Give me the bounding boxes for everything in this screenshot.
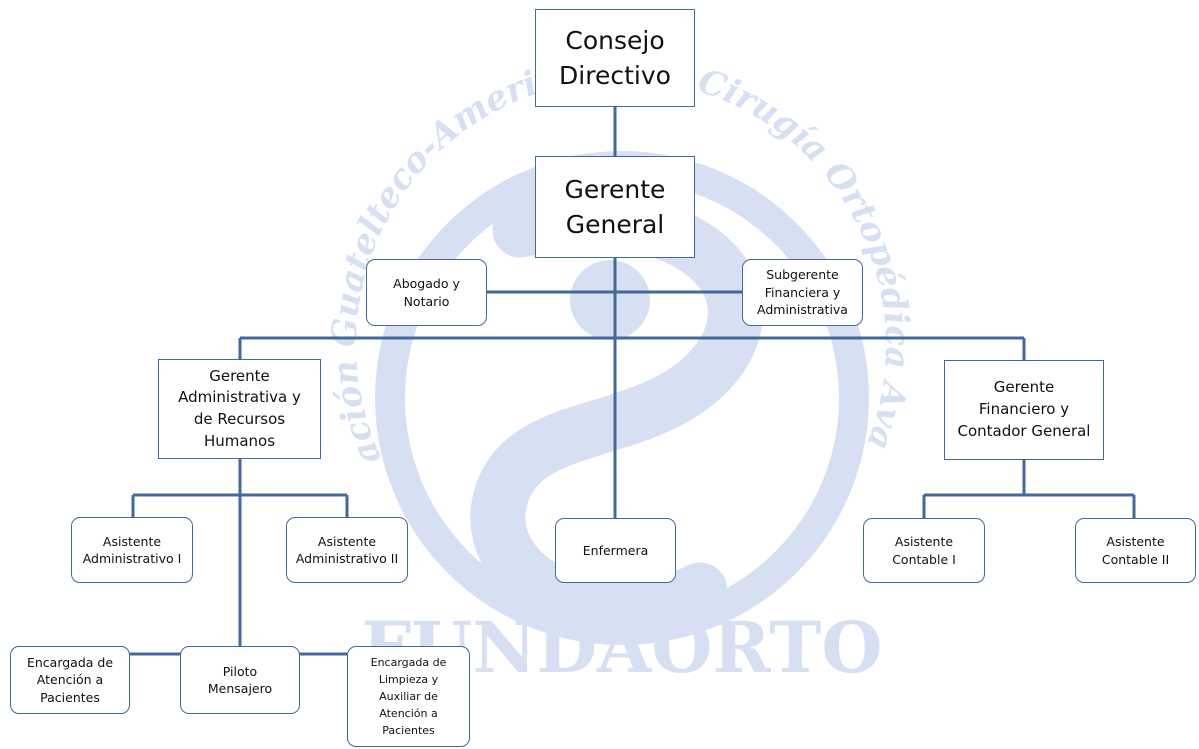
node-asistente-contable-1: Asistente Contable I <box>863 518 985 583</box>
node-label: Consejo Directivo <box>559 25 671 91</box>
node-asistente-administrativo-1: Asistente Administrativo I <box>71 517 193 583</box>
node-gerente-general: Gerente General <box>535 156 695 258</box>
node-asistente-contable-2: Asistente Contable II <box>1075 518 1196 583</box>
node-subgerente: Subgerente Financiera y Administrativa <box>742 259 863 326</box>
node-label: Piloto Mensajero <box>207 663 273 697</box>
node-asistente-administrativo-2: Asistente Administrativo II <box>286 517 408 583</box>
node-label: Asistente Contable I <box>892 534 956 567</box>
node-encargada-atencion: Encargada de Atención a Pacientes <box>10 646 130 714</box>
node-encargada-limpieza: Encargada de Limpieza y Auxiliar de Aten… <box>347 646 470 747</box>
node-label: Asistente Administrativo I <box>82 533 182 567</box>
node-label: Asistente Administrativo II <box>295 533 399 567</box>
node-label: Enfermera <box>582 542 649 558</box>
node-gerente-administrativa: Gerente Administrativa y de Recursos Hum… <box>158 359 321 459</box>
node-abogado-notario: Abogado y Notario <box>366 259 487 326</box>
node-label: Gerente Financiero y Contador General <box>957 378 1091 440</box>
node-label: Gerente Administrativa y de Recursos Hum… <box>178 366 301 450</box>
node-label: Subgerente Financiera y Administrativa <box>757 267 848 318</box>
watermark-dot-icon <box>570 260 650 340</box>
node-label: Asistente Contable II <box>1101 534 1170 567</box>
node-label: Abogado y Notario <box>393 276 460 309</box>
node-enfermera: Enfermera <box>555 518 676 583</box>
node-label: Encargada de Atención a Pacientes <box>26 654 114 705</box>
node-gerente-financiero: Gerente Financiero y Contador General <box>944 360 1104 460</box>
node-piloto-mensajero: Piloto Mensajero <box>180 646 300 714</box>
node-label: Gerente General <box>564 174 666 240</box>
node-consejo-directivo: Consejo Directivo <box>535 9 695 107</box>
node-label: Encargada de Limpieza y Auxiliar de Aten… <box>370 655 447 738</box>
watermark-swirl-icon <box>470 194 763 636</box>
